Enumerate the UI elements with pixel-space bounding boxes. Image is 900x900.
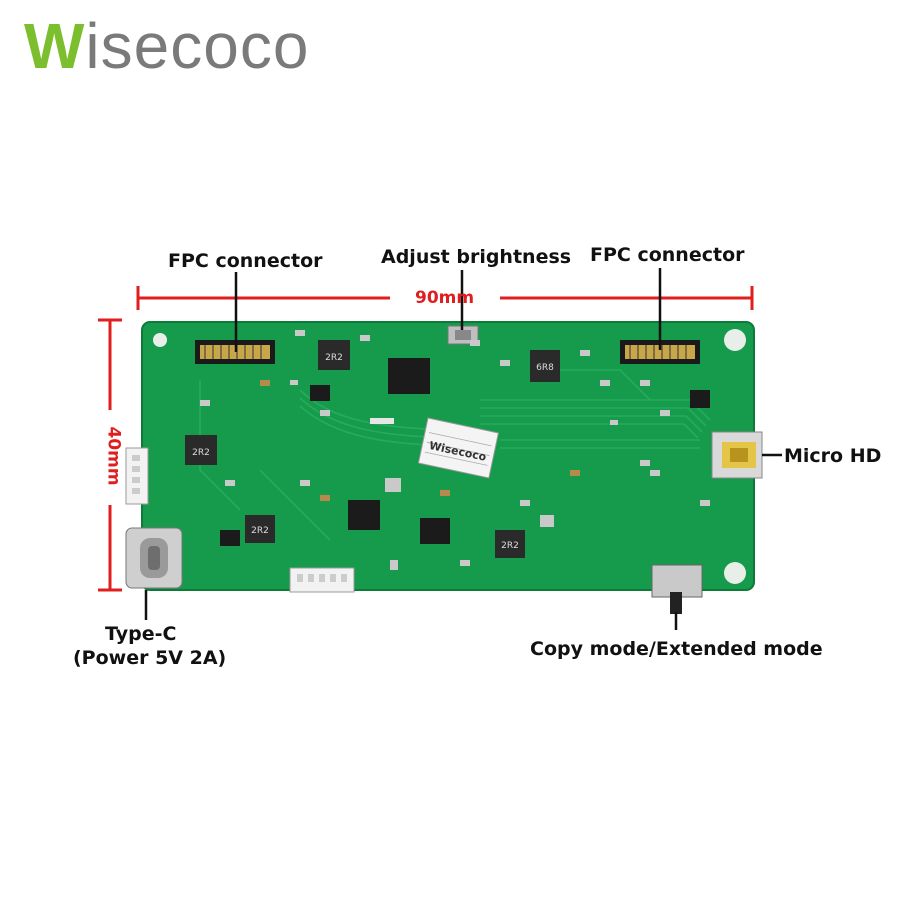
brand-logo: Wisecoco	[24, 8, 309, 84]
brightness-label: Adjust brightness	[381, 246, 572, 268]
inductor: 2R2	[185, 435, 217, 465]
side-connector	[125, 447, 149, 505]
ic-chip	[310, 385, 330, 401]
inductor-mark: 2R2	[325, 353, 343, 363]
smd-components	[200, 330, 710, 570]
ic-chip	[690, 390, 710, 408]
ic-chip	[348, 500, 380, 530]
mode-switch-label: Copy mode/Extended mode	[530, 638, 823, 660]
mount-hole	[724, 562, 746, 584]
height-dimension-label: 40mm	[103, 426, 124, 486]
inductor-mark: 2R2	[192, 448, 210, 458]
ic-chip	[220, 530, 240, 546]
height-dimension-line	[98, 318, 122, 592]
bottom-connector	[289, 567, 355, 593]
fpc-right-label: FPC connector	[590, 244, 745, 266]
mount-hole	[153, 333, 167, 347]
ic-chip	[388, 358, 430, 394]
mode-slide-switch	[651, 564, 703, 614]
type-c-label: Type-C	[105, 623, 177, 645]
width-dimension-line	[136, 286, 754, 310]
micro-hd-label: Micro HD	[784, 445, 882, 467]
inductor-mark: 6R8	[536, 363, 554, 373]
inductor: 2R2	[318, 340, 350, 370]
inductor-mark: 2R2	[501, 541, 519, 551]
inductor: 2R2	[245, 515, 275, 543]
center-label-chip: Wisecoco	[417, 417, 500, 479]
callout-lines	[144, 268, 782, 630]
fpc-left-label: FPC connector	[168, 250, 323, 272]
logo-rest: isecoco	[85, 10, 310, 82]
pcb-board: 2R2 6R8 2R2 2R2 2R2	[125, 321, 763, 614]
capacitors	[260, 380, 580, 501]
inductor: 6R8	[530, 350, 560, 382]
ic-chip	[420, 518, 450, 544]
inductor: 2R2	[495, 530, 525, 558]
logo-first-letter: W	[24, 10, 86, 82]
mount-hole	[724, 329, 746, 351]
micro-hd-port	[711, 431, 763, 479]
inductor-mark: 2R2	[251, 526, 269, 536]
width-dimension-label: 90mm	[415, 288, 475, 308]
type-c-port	[125, 527, 183, 589]
type-c-power-label: (Power 5V 2A)	[73, 647, 227, 669]
